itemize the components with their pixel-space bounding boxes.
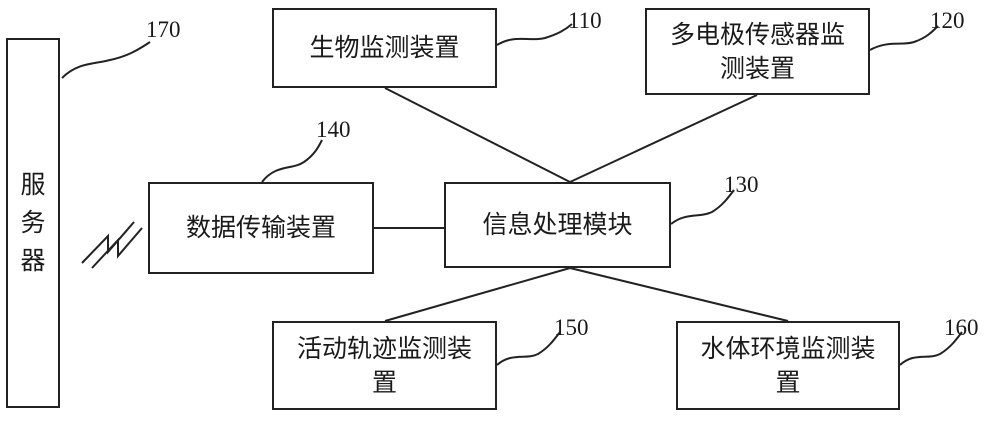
data-transmission-ref: 140 (316, 117, 351, 142)
data-transmission-box: 数据传输装置 (148, 182, 374, 274)
activity-track-ref: 150 (554, 315, 589, 340)
activity-track-box: 活动轨迹监测装置 (272, 321, 497, 410)
multi-electrode-ref: 120 (930, 8, 965, 33)
multi-electrode-label: 多电极传感器监测装置 (669, 19, 845, 83)
water-env-box: 水体环境监测装置 (676, 321, 900, 410)
water-env-label: 水体环境监测装置 (700, 333, 876, 397)
info-processing-box: 信息处理模块 (444, 182, 671, 268)
server-box: 服务器 (6, 38, 60, 408)
activity-track-label: 活动轨迹监测装置 (296, 333, 472, 397)
bio-monitor-ref: 110 (568, 8, 602, 33)
bio-monitor-label: 生物监测装置 (309, 33, 460, 62)
multi-electrode-box: 多电极传感器监测装置 (645, 8, 870, 95)
server-label: 服务器 (20, 170, 46, 275)
bio-monitor-box: 生物监测装置 (272, 8, 497, 88)
data-transmission-label: 数据传输装置 (185, 213, 336, 242)
water-env-ref: 160 (944, 315, 979, 340)
info-processing-label: 信息处理模块 (482, 210, 633, 239)
server-ref: 170 (146, 17, 181, 42)
info-processing-ref: 130 (724, 172, 759, 197)
